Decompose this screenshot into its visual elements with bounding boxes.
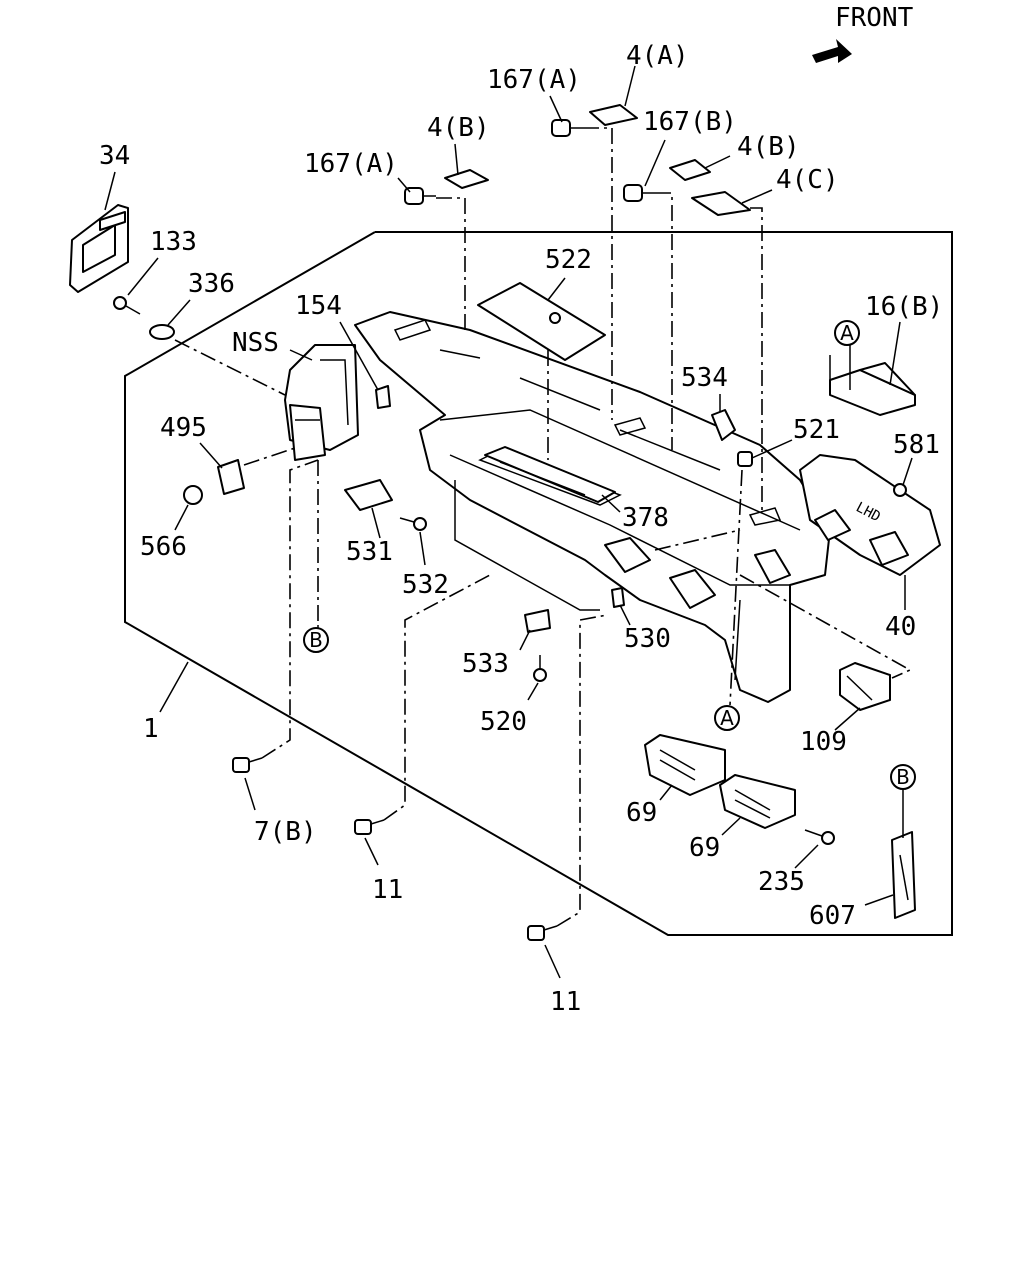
ref-marker-a-top: A — [834, 320, 860, 346]
callout-167b: 167(B) — [643, 107, 737, 137]
callout-133: 133 — [150, 227, 197, 257]
callout-336: 336 — [188, 269, 235, 299]
svg-text:B: B — [896, 765, 910, 789]
clip-521 — [737, 451, 753, 467]
callout-109: 109 — [800, 727, 847, 757]
bolt-566 — [183, 485, 203, 505]
callout-532: 532 — [402, 570, 449, 600]
front-label: FRONT — [835, 3, 914, 33]
nss-side-panel — [284, 344, 359, 461]
front-arrow-icon — [812, 39, 852, 63]
callout-520: 520 — [480, 707, 527, 737]
callout-4c: 4(C) — [776, 165, 839, 195]
callout-nss: NSS — [232, 328, 279, 358]
callout-167a-left: 167(A) — [304, 149, 398, 179]
callout-533: 533 — [462, 649, 509, 679]
dashboard-panel — [354, 311, 831, 703]
bolt-7b — [232, 757, 263, 773]
callout-16b: 16(B) — [865, 292, 943, 322]
screw-235 — [804, 829, 835, 845]
vent-69-upper — [644, 734, 726, 796]
clip-336 — [149, 324, 175, 340]
screw-133 — [113, 296, 141, 315]
callout-495: 495 — [160, 413, 207, 443]
callout-4b-left: 4(B) — [427, 113, 490, 143]
assembly-outline — [124, 231, 953, 936]
bolt-167a-left — [404, 187, 436, 205]
callout-154: 154 — [295, 291, 342, 321]
callout-522: 522 — [545, 245, 592, 275]
callout-labels: 34 133 336 154 NSS 495 566 531 532 1 7(B… — [99, 41, 943, 1017]
bracket-607 — [891, 831, 916, 919]
nut-495 — [217, 459, 245, 495]
callout-531: 531 — [346, 537, 393, 567]
screw-532 — [399, 517, 427, 531]
bolt-167b — [623, 184, 655, 202]
clip-533 — [524, 609, 551, 633]
screw-520 — [533, 655, 547, 682]
callout-566: 566 — [140, 532, 187, 562]
svg-text:A: A — [840, 321, 854, 345]
callout-167a-top: 167(A) — [487, 65, 581, 95]
callout-530: 530 — [624, 624, 671, 654]
bracket-531 — [344, 479, 393, 511]
clip-4c — [691, 191, 751, 216]
callout-534: 534 — [681, 363, 728, 393]
clip-530 — [611, 587, 625, 608]
clip-4a — [589, 104, 638, 126]
callout-1: 1 — [143, 714, 159, 744]
vent-69-lower — [719, 774, 796, 829]
bolt-11-lower — [527, 925, 558, 941]
callout-69-upper: 69 — [626, 798, 657, 828]
clip-4b-right — [669, 159, 711, 181]
clip-154 — [375, 385, 391, 409]
clip-4b-left — [444, 169, 489, 189]
assembly-lines — [174, 127, 912, 927]
callout-7b: 7(B) — [254, 817, 317, 847]
callout-4a: 4(A) — [626, 41, 689, 71]
bracket-16b — [829, 362, 916, 416]
callout-11-upper: 11 — [372, 875, 403, 905]
callout-34: 34 — [99, 141, 130, 171]
vent-109 — [839, 662, 891, 711]
callout-69-lower: 69 — [689, 833, 720, 863]
callout-4b-right: 4(B) — [737, 132, 800, 162]
callout-11-lower: 11 — [550, 987, 581, 1017]
ref-marker-b-right: B — [890, 764, 916, 790]
callout-40: 40 — [885, 612, 916, 642]
bolt-11-upper — [354, 819, 385, 835]
leader-lines — [104, 65, 913, 979]
callout-378: 378 — [622, 503, 669, 533]
callout-235: 235 — [758, 867, 805, 897]
bolt-167a-top — [551, 119, 583, 137]
callout-607: 607 — [809, 901, 856, 931]
callout-581: 581 — [893, 430, 940, 460]
svg-text:B: B — [309, 628, 323, 652]
ref-marker-b-left: B — [303, 627, 329, 653]
svg-text:A: A — [720, 706, 734, 730]
callout-521: 521 — [793, 415, 840, 445]
lid-522 — [477, 282, 606, 361]
screw-581 — [893, 483, 907, 497]
side-cover-34 — [69, 204, 129, 293]
ref-marker-a-bottom: A — [714, 705, 740, 731]
ref-markers: A A B B — [303, 320, 916, 790]
duct-40 — [799, 454, 941, 576]
